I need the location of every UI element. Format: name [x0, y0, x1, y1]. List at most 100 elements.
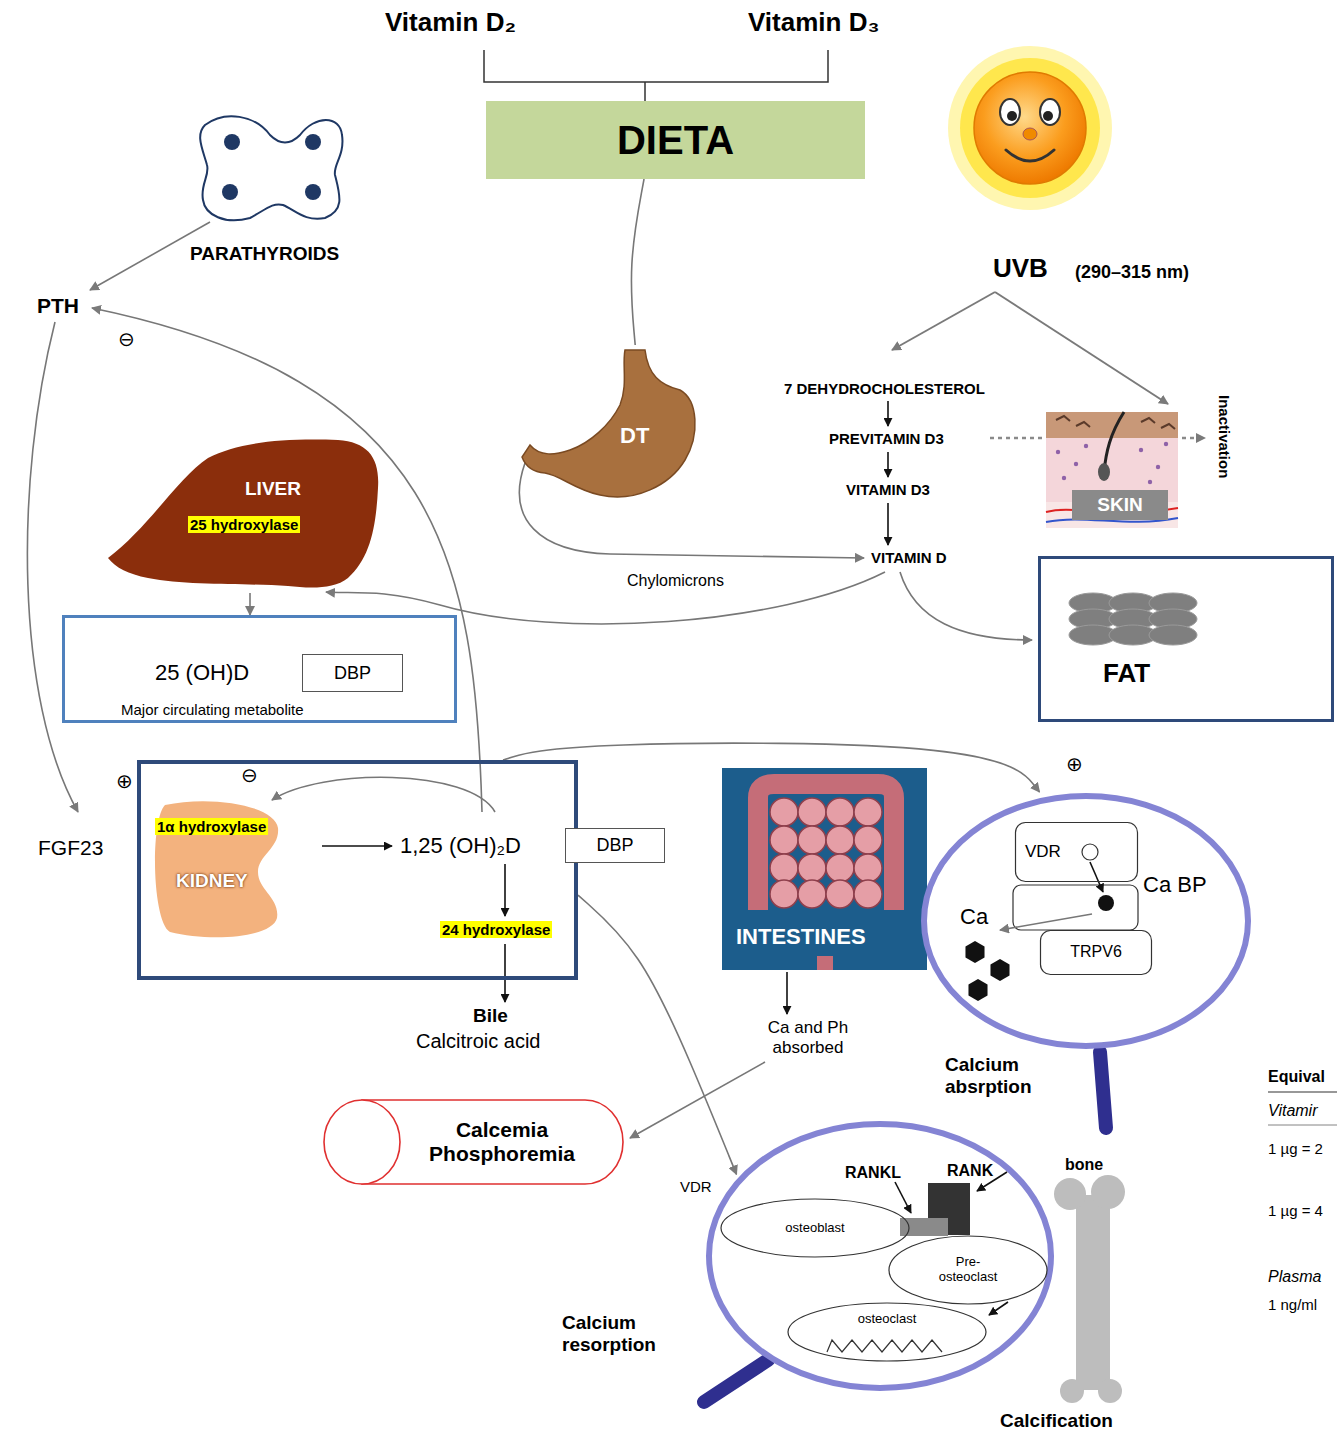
bone-illustration: [1054, 1175, 1125, 1403]
label-text: Equival: [1268, 1068, 1325, 1086]
blood-cylinder: Calcemia Phosphoremia: [322, 1098, 625, 1186]
label-text: ⊖: [241, 764, 258, 787]
intestines-image: INTESTINES: [722, 768, 927, 970]
label-text: Inactivation: [1216, 395, 1233, 478]
label-text: ⊕: [116, 770, 133, 793]
skin-section-outline: [1074, 462, 1078, 466]
intestines-image-outline: [817, 956, 833, 970]
node-text: Calcemia Phosphoremia: [417, 1118, 587, 1166]
label-text: Calcitroic acid: [416, 1030, 540, 1053]
node-text: RANK: [947, 1162, 993, 1180]
node-text: osteoblast: [785, 1221, 844, 1236]
liver-organ-outline: [108, 440, 378, 588]
intestines-image-outline: [826, 798, 854, 826]
cell-ellipse: osteoclast: [787, 1302, 987, 1362]
pathway-arrows: [630, 1062, 765, 1138]
label-text: 1 ng/ml: [1268, 1296, 1317, 1313]
stomach-organ-outline: [520, 345, 700, 505]
node-text: Pre- osteoclast: [928, 1255, 1008, 1285]
node-text: RANKL: [845, 1164, 901, 1182]
pathway-arrows: [887, 503, 889, 545]
kidney-organ: 1α hydroxylaseKIDNEY: [150, 800, 290, 940]
fat-box-outline: [1149, 625, 1197, 645]
pathway-arrows: [995, 292, 1168, 404]
node-text: KIDNEY: [176, 870, 248, 892]
pathway-arrows: [504, 864, 506, 916]
cell-ellipse-outline: [721, 1199, 909, 1257]
fat-box-outline: [1069, 593, 1197, 645]
node-text: Calcium absrption: [945, 1054, 1060, 1098]
node-text: DBP: [596, 835, 633, 856]
sun-icon: [960, 58, 1100, 198]
cell-ellipse: osteoblast: [720, 1198, 910, 1258]
pathway-arrows: [27, 322, 78, 812]
arrow-line: [1000, 914, 1092, 930]
liver-organ: LIVER 25 hydroxylase: [108, 438, 383, 593]
pathway-arrows: [786, 972, 788, 1014]
bone-illustration: [1054, 1178, 1086, 1210]
parathyroid-gland-outline: [222, 184, 238, 200]
sun-icon: [1040, 99, 1060, 125]
sun-icon: [948, 46, 1112, 210]
skin-section-outline: [1164, 442, 1168, 446]
node-text: Calcium resorption: [562, 1312, 677, 1356]
node-text: PARATHYROIDS: [190, 243, 339, 265]
label-text: VDR: [680, 1178, 712, 1195]
pathway-arrows: [272, 777, 495, 812]
intestines-image-outline: [770, 880, 798, 908]
skin-section-outline: [1046, 412, 1178, 528]
intestines-image-outline: [854, 854, 882, 882]
magnifier-circle-outline: [968, 979, 987, 1001]
label-text: FGF23: [38, 836, 103, 860]
magnifier-circle-outline: [924, 796, 1248, 1046]
intestines-image-outline: [826, 826, 854, 854]
stomach-organ: DT: [520, 345, 700, 505]
node-text: 25 (OH)D: [155, 660, 249, 685]
magnifier-handle: [1100, 1052, 1106, 1128]
channel-box-outline: [1041, 931, 1152, 975]
parathyroid-gland-outline: [200, 116, 342, 220]
skin-section-outline: [1156, 465, 1160, 469]
node-text: 25 hydroxylase: [188, 516, 300, 533]
pathway-arrows: [900, 572, 1032, 640]
intestines-image-outline: [826, 854, 854, 882]
stomach-organ-outline: [522, 350, 695, 497]
skin-section-outline: [1148, 480, 1152, 484]
node-text: LIVER: [245, 478, 301, 500]
table-rule: [1268, 1092, 1337, 1125]
magnifier-circle-outline: [709, 1124, 1051, 1388]
skin-section-outline: [1139, 448, 1143, 452]
magnifier-circle-outline: [705, 1120, 1055, 1392]
skin-section-outline: [1072, 490, 1168, 520]
pathway-arrows: [887, 401, 889, 426]
node-text: INTESTINES: [736, 924, 866, 949]
fat-box: FAT: [1038, 556, 1334, 722]
magnifier-circle: RANKLRANKCalcium resorptionosteoblastPre…: [705, 1120, 1055, 1392]
label-text: ⊖: [118, 328, 135, 351]
node-text: osteoclast: [787, 1312, 987, 1327]
cell-ellipse: Pre- osteoclast: [888, 1235, 1048, 1305]
label-text: 1 µg = 4: [1268, 1202, 1323, 1219]
parathyroid-gland-outline: [305, 184, 321, 200]
kidney-region-box: 1,25 (OH)₂D24 hydroxylase1α hydroxylaseK…: [137, 760, 578, 980]
cell-ellipse-outline: [889, 1236, 1047, 1304]
intestines-image-outline: [798, 798, 826, 826]
magnifier-handle: [704, 1360, 768, 1402]
node-text: Major circulating metabolite: [121, 701, 304, 718]
skin-section-outline: [1104, 412, 1124, 472]
node-text: DT: [620, 423, 649, 448]
node-text: TRPV6: [1070, 943, 1122, 961]
cell-ellipse-outline: [721, 1199, 909, 1257]
node-text: SKIN: [1072, 490, 1168, 520]
diet-box: DIETA: [486, 101, 865, 179]
label-text: VITAMIN D3: [846, 481, 930, 498]
skin-section-outline: [1062, 476, 1066, 480]
label-text: Chylomicrons: [627, 572, 724, 590]
label-text: PTH: [37, 294, 79, 318]
intestines-image-outline: [854, 826, 882, 854]
skin-section-outline: [1056, 450, 1060, 454]
receptor-box-outline: [1016, 823, 1138, 882]
pathway-arrows: [887, 452, 889, 477]
node-text: 1,25 (OH)₂D: [400, 833, 521, 858]
